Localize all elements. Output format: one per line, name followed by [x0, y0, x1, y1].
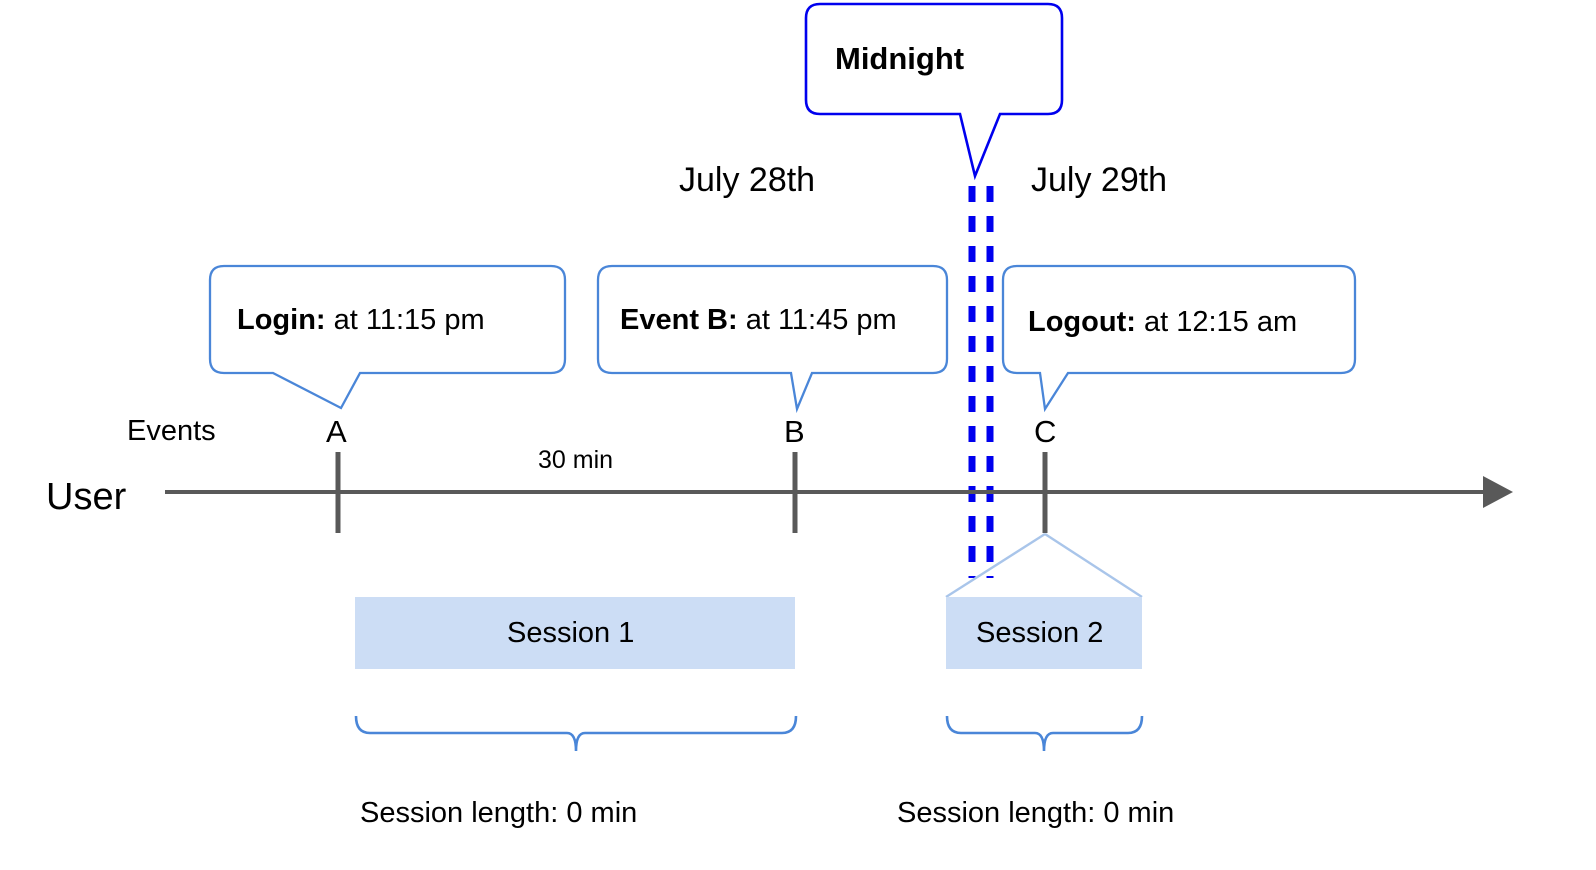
session-2-box [946, 597, 1142, 669]
session-2-brace [945, 715, 1144, 752]
event-marker-a: A [326, 414, 347, 449]
midnight-callout-shape [804, 2, 1064, 181]
eventb-callout-shape [596, 264, 949, 414]
midnight-label: Midnight [835, 41, 965, 76]
session-2-length-label: Session length: 0 min [897, 797, 1175, 829]
session-2-label: Session 2 [976, 617, 1104, 649]
logout-callout-bold: Logout: [1028, 306, 1136, 338]
eventb-callout-bold: Event B: [620, 304, 738, 336]
row-label-events: Events [127, 415, 216, 447]
date-label-july-28: July 28th [679, 161, 816, 199]
login-callout-shape [208, 264, 567, 410]
eventb-callout-text: Event B: at 11:45 pm [620, 306, 897, 335]
session-1-box [355, 597, 795, 669]
logout-callout-text: Logout: at 12:15 am [1028, 308, 1297, 337]
session-2-roof-right [1044, 532, 1143, 599]
logout-callout-rest: at 12:15 am [1135, 306, 1298, 338]
login-callout-bold: Login: [237, 304, 326, 336]
duration-label-30-min: 30 min [538, 446, 614, 474]
session-1-length-label: Session length: 0 min [360, 797, 638, 829]
event-marker-c: C [1034, 414, 1057, 449]
row-label-user: User [46, 476, 127, 518]
login-callout-text: Login: at 11:15 pm [237, 306, 485, 335]
event-marker-b: B [784, 414, 805, 449]
logout-callout-shape [1001, 264, 1357, 413]
timeline-arrowhead [1483, 476, 1513, 508]
session-1-brace [354, 715, 798, 752]
session-1-label: Session 1 [507, 617, 635, 649]
session-2-roof-left [945, 532, 1046, 599]
date-label-july-29: July 29th [1031, 161, 1168, 199]
eventb-callout-rest: at 11:45 pm [737, 304, 897, 336]
login-callout-rest: at 11:15 pm [325, 304, 485, 336]
